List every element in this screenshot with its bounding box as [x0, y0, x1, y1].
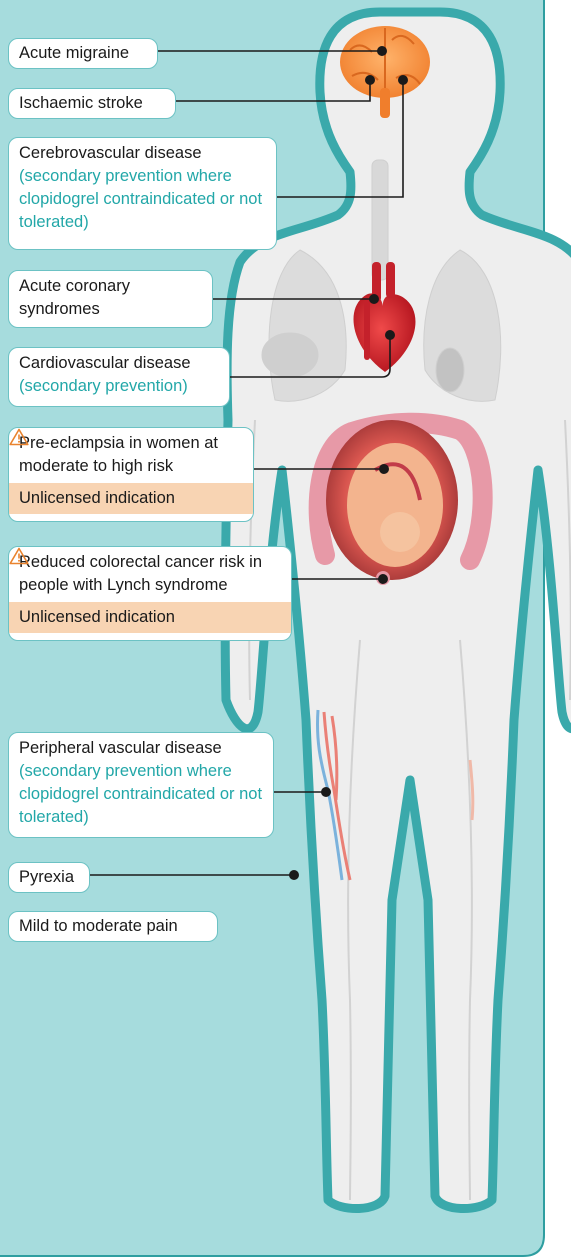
label-cerebrovascular-disease: Cerebrovascular disease (secondary preve… [8, 137, 277, 250]
label-mild-to-moderate-pain: Mild to moderate pain [8, 911, 218, 942]
label-ischaemic-stroke: Ischaemic stroke [8, 88, 176, 119]
label-pre-eclampsia: Pre-eclampsia in women at moderate to hi… [8, 427, 254, 522]
unlicensed-indication-badge: Unlicensed indication [9, 602, 291, 633]
label-peripheral-vascular-disease: Peripheral vascular disease (secondary p… [8, 732, 274, 838]
label-cardiovascular-disease: Cardiovascular disease (secondary preven… [8, 347, 230, 407]
womb-illustration [326, 420, 458, 580]
warning-triangle-icon [9, 428, 29, 446]
warning-triangle-icon [9, 547, 29, 565]
label-acute-coronary-syndromes: Acute coronary syndromes [8, 270, 213, 328]
label-acute-migraine: Acute migraine [8, 38, 158, 69]
unlicensed-indication-badge: Unlicensed indication [9, 483, 253, 514]
label-colorectal-cancer: Reduced colorectal cancer risk in people… [8, 546, 292, 641]
label-pyrexia: Pyrexia [8, 862, 90, 893]
